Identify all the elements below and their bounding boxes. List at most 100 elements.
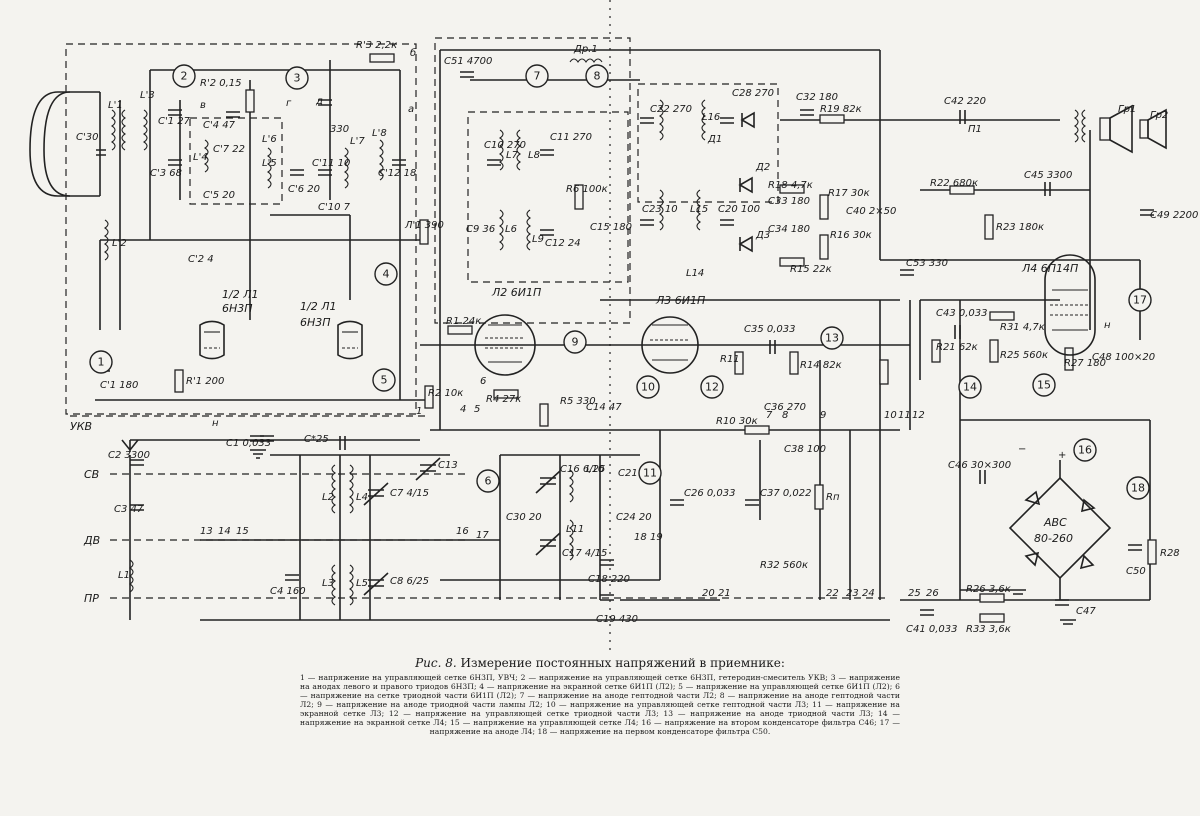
label-c4: C4 160 — [270, 586, 306, 597]
label-r2: R2 10к — [428, 388, 463, 399]
detector-block-boundary — [637, 83, 779, 203]
voltmeter-number: 13 — [825, 332, 839, 345]
label-t11: 11 — [898, 410, 911, 421]
caption-body: 1 — напряжение на управляющей сетке 6Н3П… — [300, 673, 900, 736]
voltmeter-9: 9 — [563, 330, 587, 354]
label-c1218: C'12 18 — [378, 168, 416, 179]
antenna-icon — [121, 439, 139, 452]
label-c33: C33 180 — [768, 196, 810, 207]
voltmeter-number: 5 — [381, 374, 388, 387]
voltmeter-number: 12 — [705, 381, 719, 394]
label-c15: C15 180 — [590, 222, 632, 233]
tube-l1-right — [337, 320, 363, 360]
label-rp: Rп — [826, 492, 840, 503]
label-l11: L11 — [566, 524, 584, 535]
tube-l1-left — [199, 320, 225, 360]
label-sw24: 24 — [862, 588, 875, 599]
label-t12: 12 — [912, 410, 925, 421]
if-transformers-boundary — [467, 111, 629, 283]
label-tube-l1-right: 1/2 Л1 — [300, 300, 336, 313]
label-c40: C40 2×50 — [846, 206, 896, 217]
label-c37: C37 0,022 — [760, 488, 812, 499]
voltmeter-number: 16 — [1078, 444, 1092, 457]
label-c1110: C'11 10 — [312, 158, 350, 169]
label-p1: П1 — [968, 124, 982, 135]
voltmeter-13: 13 — [820, 326, 844, 350]
label-tube-l3: Л3 6И1П — [655, 294, 705, 307]
label-ta: а — [408, 104, 414, 115]
label-l7p: L'7 — [350, 136, 365, 147]
tube-l4 — [1044, 254, 1096, 356]
voltmeter-11: 11 — [638, 461, 662, 485]
voltmeter-15: 15 — [1032, 373, 1056, 397]
voltmeter-circle — [636, 375, 660, 399]
voltmeter-12: 12 — [700, 375, 724, 399]
ukv-heterodyne-subblock — [189, 117, 283, 205]
voltmeter-17: 17 — [1128, 288, 1152, 312]
label-c3: C3 47 — [114, 504, 144, 515]
label-r19: R19 82к — [820, 104, 862, 115]
label-bridge-name: АВС — [1043, 516, 1067, 529]
label-c21: C21 — [618, 468, 638, 479]
voltmeter-circle — [89, 350, 113, 374]
voltmeter-3: 3 — [285, 66, 309, 90]
label-l4p: L'4 — [193, 152, 208, 163]
label-r15: R15 22к — [790, 264, 832, 275]
voltmeter-number: 3 — [294, 72, 301, 85]
voltmeter-circle — [1128, 288, 1152, 312]
voltmeter-number: 15 — [1037, 379, 1051, 392]
label-minus: − — [1018, 444, 1026, 455]
caption-title: Рис. 8. Измерение постоянных напряжений … — [300, 656, 900, 670]
label-c53: C53 330 — [906, 258, 948, 269]
label-c51: C51 4700 — [444, 56, 492, 67]
label-h2: н — [1104, 320, 1111, 331]
voltmeter-circle — [476, 469, 500, 493]
caption-figure-number: Рис. 8. — [415, 656, 457, 670]
label-c18: C18 220 — [588, 574, 630, 585]
label-sw23: 23 — [846, 588, 859, 599]
label-t7: 7 — [766, 410, 773, 421]
label-c35: C35 0,033 — [744, 324, 796, 335]
label-c32: C32 180 — [796, 92, 838, 103]
label-r22: R22 680к — [930, 178, 978, 189]
label-r23: R23 180к — [996, 222, 1044, 233]
tube-l2 — [474, 314, 536, 376]
capacitor-group — [96, 71, 1154, 616]
voltmeter-number: 1 — [98, 356, 105, 369]
resistor-group — [174, 53, 1157, 623]
label-r28: R28 — [1160, 548, 1180, 559]
label-r27: R27 180 — [1064, 358, 1106, 369]
label-t6: 6 — [480, 376, 486, 387]
label-tube-l1-right-type: 6Н3П — [300, 316, 331, 329]
label-bridge-rating: 80-260 — [1034, 532, 1073, 545]
label-sw14: 14 — [218, 526, 231, 537]
label-t1: 1 — [416, 406, 422, 417]
label-sw19: 19 — [650, 532, 663, 543]
label-sw13: 13 — [200, 526, 213, 537]
voltmeter-number: 6 — [485, 475, 492, 488]
label-r1200: R'1 200 — [186, 376, 224, 387]
label-c24: C'2 4 — [188, 254, 214, 265]
label-c20: C20 100 — [718, 204, 760, 215]
caption-title-text: Измерение постоянных напряжений в приемн… — [460, 656, 785, 670]
voltmeter-number: 14 — [963, 381, 977, 394]
voltmeter-circle — [172, 64, 196, 88]
label-sw16: 16 — [456, 526, 469, 537]
band-label-sv: СВ — [84, 468, 99, 481]
label-c30: C'30 — [76, 132, 98, 143]
label-r1: R1 24к — [446, 316, 481, 327]
inductor-group — [104, 58, 1086, 606]
label-c42: C42 220 — [944, 96, 986, 107]
voltmeter-2: 2 — [172, 64, 196, 88]
tube-l3 — [641, 316, 699, 374]
label-t9: 9 — [820, 410, 826, 421]
voltmeter-number: 17 — [1133, 294, 1147, 307]
label-c36: C36 270 — [764, 402, 806, 413]
label-r21: R21 62к — [936, 342, 978, 353]
voltmeter-4: 4 — [374, 262, 398, 286]
voltmeter-circle — [1126, 476, 1150, 500]
label-r322: R'3 2,2к — [356, 40, 397, 51]
label-c447: C'4 47 — [203, 120, 236, 131]
voltmeter-number: 2 — [181, 70, 188, 83]
